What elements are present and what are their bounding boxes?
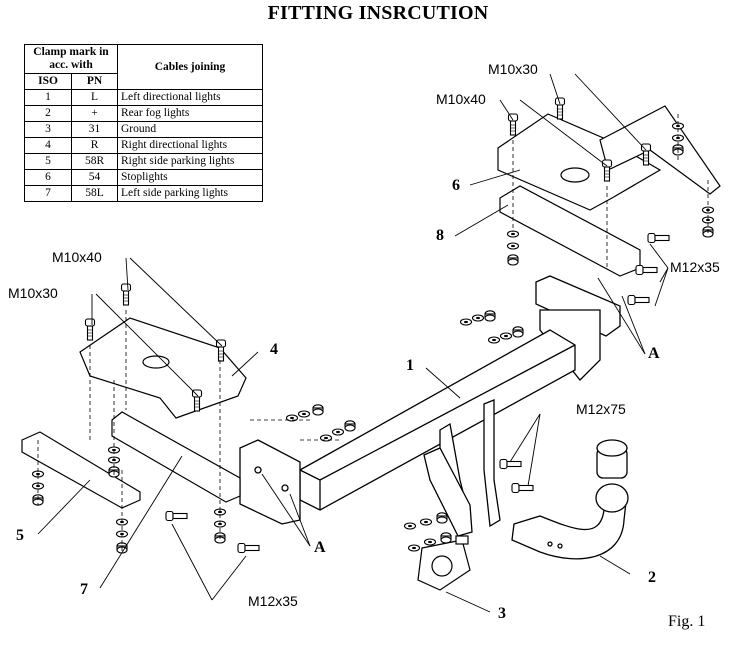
- figure-label: Fig. 1: [668, 613, 705, 630]
- label-part-1: 1: [406, 357, 414, 374]
- pn-cell: 58R: [71, 153, 118, 170]
- ball-neck-2: [511, 439, 629, 560]
- nut: [312, 404, 324, 416]
- tow-ball: [595, 483, 629, 513]
- label-part-5: 5: [16, 527, 24, 544]
- cable-desc-cell: Right side parking lights: [117, 153, 263, 170]
- page-title: FITTING INSRCUTION: [267, 2, 489, 24]
- plate-hole: [560, 167, 590, 183]
- bolt-m12x75: [511, 482, 534, 494]
- washer: [331, 428, 345, 436]
- label-part-6: 6: [452, 177, 460, 194]
- socket-plate-hole: [431, 555, 453, 577]
- left-side-bracket: [239, 439, 301, 525]
- clamp-mark-header: Clamp mark in acc. with: [24, 44, 118, 74]
- cables-joining-table: Clamp mark in acc. with Cables joining I…: [23, 44, 263, 202]
- label-m10x30: M10x30: [488, 61, 538, 77]
- label-part-7: 7: [80, 581, 88, 598]
- nut: [440, 532, 452, 544]
- nut: [436, 512, 448, 524]
- bracket-plate-7: [111, 411, 241, 503]
- bracket-plate-5: [21, 431, 141, 509]
- label-m10x40: M10x40: [52, 249, 102, 265]
- washer: [487, 336, 501, 344]
- neck-hole: [547, 541, 553, 547]
- bolt-m12x35: [647, 232, 670, 244]
- label-part-4: 4: [270, 341, 278, 358]
- bolt-m10x40: [120, 283, 132, 306]
- nut: [507, 254, 519, 266]
- washer: [407, 544, 421, 552]
- leader-lines: [37, 73, 669, 613]
- label-m12x35: M12x35: [248, 593, 298, 609]
- washer: [471, 314, 485, 322]
- washer: [403, 522, 417, 530]
- label-part-3: 3: [498, 605, 506, 622]
- label-a: A: [314, 539, 326, 556]
- bolt-m10x30: [84, 318, 96, 341]
- washer: [459, 318, 473, 326]
- nut: [344, 420, 356, 432]
- socket-plate-3: [417, 535, 471, 591]
- label-m10x40: M10x40: [436, 91, 486, 107]
- washer: [499, 332, 513, 340]
- label-m12x75: M12x75: [576, 401, 626, 417]
- cable-desc-cell: Left side parking lights: [117, 185, 263, 202]
- washer: [423, 538, 437, 546]
- main-crossbar: [239, 275, 621, 537]
- ball-mount-plate: [483, 399, 501, 528]
- bolt-m10x30: [554, 97, 566, 120]
- plate-hole: [142, 355, 170, 369]
- mounting-plate-4: [79, 317, 247, 419]
- bolt-m12x35: [237, 542, 260, 554]
- label-m10x30: M10x30: [8, 285, 58, 301]
- left-brackets: [21, 317, 247, 509]
- pn-header: PN: [71, 73, 118, 90]
- bracket-hole: [281, 484, 289, 492]
- bolt-m12x35: [165, 510, 188, 522]
- bolt-m12x35: [635, 264, 658, 276]
- label-part-2: 2: [648, 569, 656, 586]
- washer: [297, 410, 311, 418]
- bracket-hole: [254, 466, 262, 474]
- neck-hole: [557, 543, 563, 549]
- ball-mount-lug: [423, 447, 473, 537]
- bolt-m10x40: [507, 113, 519, 136]
- nut: [484, 310, 496, 322]
- ball-neck-arm: [511, 499, 627, 560]
- label-m12x35: M12x35: [670, 259, 720, 275]
- upper-right-brackets: [497, 105, 721, 277]
- label-part-8: 8: [436, 227, 444, 244]
- table-row: 2+Rear fog lights: [23, 105, 263, 122]
- washer: [419, 518, 433, 526]
- iso-cell: 7: [23, 185, 73, 202]
- label-a: A: [648, 345, 660, 362]
- washer: [506, 242, 520, 250]
- nut: [512, 326, 524, 338]
- dashed-guides: [37, 114, 709, 552]
- bolt-m12x35: [627, 294, 650, 306]
- ball-cover-top: [596, 439, 628, 457]
- socket-tab: [455, 535, 469, 545]
